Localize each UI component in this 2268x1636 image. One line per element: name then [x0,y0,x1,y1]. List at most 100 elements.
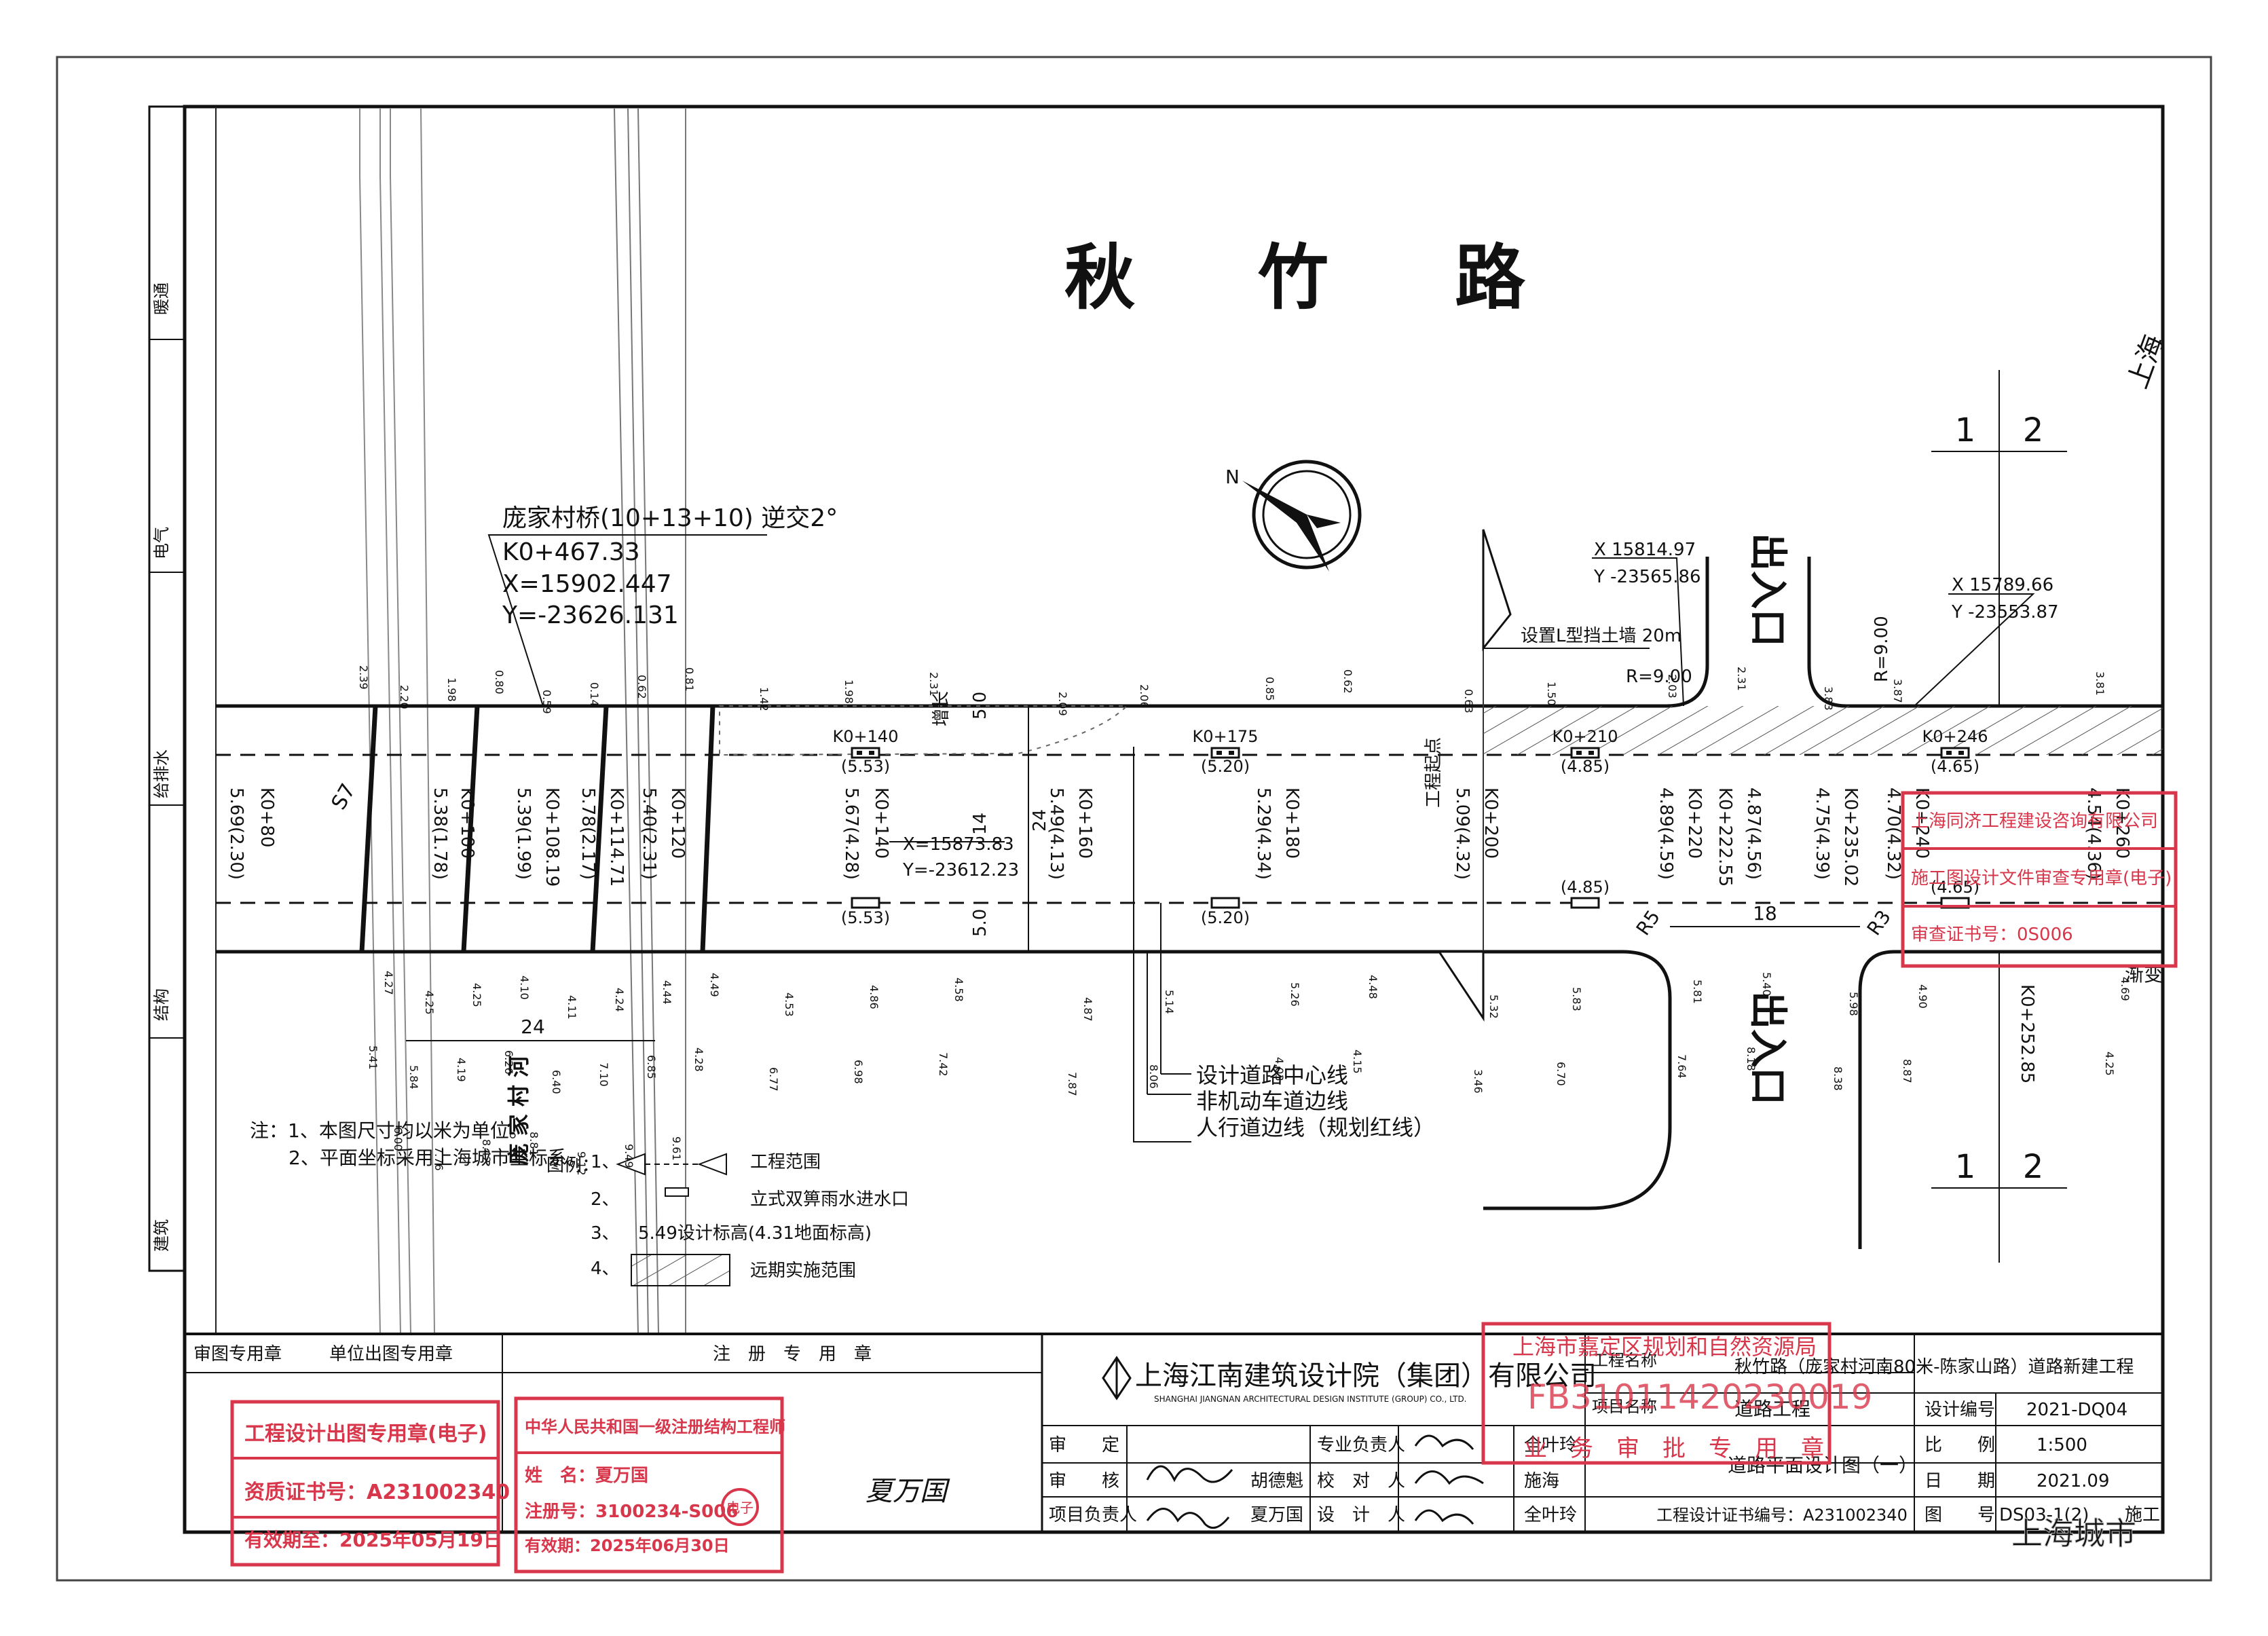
station-sub: 4.75(4.39) [1812,787,1832,880]
ground-elevation-label: 4.25 [2103,1052,2116,1076]
start-point-label: 工程起点 [1424,737,1444,808]
station-label: K0+235.02 [1840,787,1861,887]
ground-elevation-label: 2.31 [1735,667,1748,691]
design-seal-line3: 有效期至：2025年05月19日 [244,1529,502,1551]
ground-elevation-label: 7.87 [1066,1072,1079,1096]
ground-elevation-label: 6.98 [852,1060,865,1084]
ground-elevation-label: 8.38 [1832,1066,1844,1091]
ground-elevation-label: 7.42 [937,1052,950,1077]
coord-1-y: Y=-23612.23 [902,860,1019,880]
ground-elevation-label: 0.85 [1263,677,1276,701]
side-label-structure: 结构 [152,988,171,1021]
marker-sub: (4.85) [1561,757,1610,776]
engineer-seal-line3: 注册号：3100234-S006 [525,1501,738,1522]
station-label: K0+100 [457,787,477,859]
engineer-seal: 中华人民共和国一级注册结构工程师 姓 名：夏万国 注册号：3100234-S00… [514,1396,785,1574]
station-sub: 5.29(4.34) [1253,787,1274,880]
coord-2-y: Y -23565.86 [1593,567,1701,587]
ground-elevation-label: 5.40 [1760,972,1773,997]
legend-num-2: 2、 [591,1189,620,1210]
right-seal-line2: 施工图设计文件审查专用章(电子) [1911,868,2172,889]
design-seal-line1: 工程设计出图专用章(电子) [244,1422,487,1446]
coord-1-x: X=15873.83 [903,834,1014,855]
legend-line-1: 设计道路中心线 [1196,1062,1348,1088]
legend-num-1: 1、 [591,1152,620,1172]
marker-sub: (4.65) [1931,757,1979,776]
approval-seal-bottom: 业 务 审 批 专 用 章 [1524,1435,1824,1462]
ground-elevation-label: 2.03 [1666,674,1679,699]
ground-elevation-label: 2.20 [398,685,411,709]
dim-18: 18 [1753,902,1777,925]
legend-num-3: 3、 [591,1223,620,1244]
ground-elevation-label: 4.15 [1351,1049,1364,1074]
ground-elevation-label: 4.19 [455,1058,468,1082]
ground-elevation-label: 6.00 [392,1127,405,1151]
section-label-2: 2 [2023,1148,2044,1186]
radius-label-9b: R=9.00 [1872,616,1892,682]
ground-elevation-label: 9.49 [622,1144,635,1168]
ground-elevation-label: 4.58 [952,978,965,1002]
station-label: K0+220 [1684,787,1705,859]
prop-value: 2021.09 [2037,1471,2110,1491]
ground-elevation-label: 5.83 [1570,987,1583,1011]
station-252: K0+252.85 [2017,984,2037,1083]
ground-elevation-label: 4.69 [2119,977,2132,1001]
dim-24-vertical: 24 [1030,809,1050,832]
lane-lines [216,754,2163,904]
ground-elevation-label: 4.49 [708,973,721,997]
ground-elevation-label: 9.61 [670,1136,683,1161]
role2: 校 对 人 [1317,1471,1405,1491]
road-title-1: 秋 [1064,236,1135,319]
ground-elevation-label: 8.81 [527,1132,540,1156]
station-sub: 5.39(1.99) [513,787,534,880]
project-label: 工程名称 [1592,1351,1657,1370]
marker-sub: (5.20) [1201,908,1250,927]
role: 项目负责人 [1049,1505,1137,1525]
station-sub: 4.89(4.59) [1656,787,1676,880]
scope-arrow-icon [1437,529,1512,1022]
ground-elevation-label: 0.63 [1462,689,1475,713]
ground-elevation-label: 4.03 [1273,1057,1286,1081]
ground-elevation-label: 5.98 [1847,992,1860,1016]
engineer-seal-line4: 有效期：2025年06月30日 [525,1536,730,1555]
ground-elevation-label: 4.25 [423,990,436,1015]
legend-text-4: 远期实施范围 [750,1261,856,1281]
role2: 设 计 人 [1317,1505,1405,1525]
marker-label: K0+246 [1922,727,1988,746]
ground-elevation-label: 4.86 [868,985,880,1009]
legend-text-1: 工程范围 [750,1152,821,1172]
ground-elevation-label: 8.87 [1901,1059,1914,1083]
prop-value: 2021-DQ04 [2026,1400,2127,1420]
retaining-wall-label: 设置L型挡土墙 20m [1521,626,1681,646]
role: 审 核 [1049,1471,1119,1491]
ground-elevation-label: 8.18 [1745,1047,1758,1071]
ground-elevation-label: 6.77 [767,1067,780,1092]
future-area-hatch [1483,706,2163,755]
role2-name: 施海 [1524,1471,1559,1491]
marker-sub: (5.53) [841,908,890,927]
marker-label: K0+140 [833,727,899,746]
ground-elevation-label: 6.70 [1555,1062,1567,1086]
legend-line-3: 人行道边线（规划红线） [1196,1115,1435,1140]
ground-elevation-label: 5.26 [1288,982,1301,1007]
section-marker-bottom: 1 2 [1931,952,2067,1263]
radius-label-3: R3 [1863,906,1895,940]
ground-elevation-label: 4.24 [613,988,626,1012]
unit-stamp-header: 单位出图专用章 [329,1344,453,1364]
item-label: 项目名称 [1592,1397,1657,1416]
station-label: K0+114.71 [606,787,627,887]
cert-no: 工程设计证书编号：A231002340 [1656,1506,1908,1525]
bridge-station: K0+467.33 [502,538,640,566]
exit-label-top: 出入口 [1745,533,1789,647]
reg-stamp-header: 注 册 专 用 章 [713,1344,872,1364]
section-marker-top: 1 2 [1931,370,2067,706]
stage-label: 施工 [2125,1505,2160,1525]
station-sub: 4.54(4.36) [2083,787,2104,880]
signature-marks [1146,1434,1484,1529]
company-name-en: SHANGHAI JIANGNAN ARCHITECTURAL DESIGN I… [1154,1394,1467,1404]
coord-2-x: X 15814.97 [1594,540,1696,560]
station-sub: 5.38(1.78) [430,787,450,880]
legend-lines: 设计道路中心线 非机动车道边线 人行道边线（规划红线） [1133,747,1435,1142]
ground-elevation-label: 3.81 [2094,671,2106,696]
dim-24: 24 [521,1016,545,1038]
